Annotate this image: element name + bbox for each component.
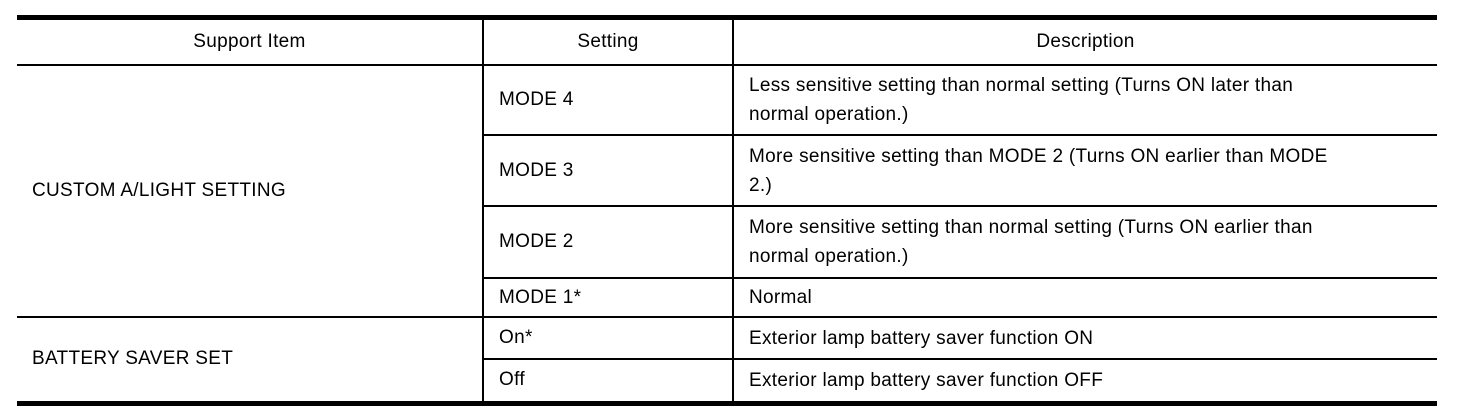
description-cell-mode1: Normal bbox=[732, 277, 1438, 318]
description-cell-on: Exterior lamp battery saver function ON bbox=[732, 316, 1438, 360]
description-cell-off: Exterior lamp battery saver function OFF bbox=[732, 358, 1438, 404]
setting-cell-off: Off bbox=[482, 358, 734, 404]
setting-cell-mode1: MODE 1* bbox=[482, 277, 734, 318]
manual-page: Support Item Setting Description CUSTOM … bbox=[0, 15, 1472, 418]
column-header-support-item: Support Item bbox=[16, 16, 484, 66]
table-row-mode4: CUSTOM A/LIGHT SETTING MODE 4 Less sensi… bbox=[16, 64, 1438, 318]
description-cell-mode4: Less sensitive setting than normal setti… bbox=[732, 64, 1438, 136]
header-row: Support Item Setting Description bbox=[16, 16, 1438, 66]
description-cell-mode2: More sensitive setting than normal setti… bbox=[732, 205, 1438, 279]
table-row-mode2: MODE 2 More sensitive setting than norma… bbox=[17, 205, 1438, 279]
setting-cell-mode4: MODE 4 bbox=[482, 64, 734, 136]
support-item-battery-saver-set: BATTERY SAVER SET bbox=[16, 316, 484, 404]
table-row-off: Off Exterior lamp battery saver function… bbox=[17, 358, 1438, 404]
description-cell-mode3: More sensitive setting than MODE 2 (Turn… bbox=[732, 134, 1438, 207]
setting-cell-on: On* bbox=[482, 316, 734, 360]
table-row-mode3: MODE 3 More sensitive setting than MODE … bbox=[17, 134, 1438, 207]
support-item-custom-alight-setting: CUSTOM A/LIGHT SETTING bbox=[16, 64, 484, 318]
table-row-mode1: MODE 1* Normal bbox=[17, 277, 1438, 318]
column-header-setting: Setting bbox=[482, 16, 734, 66]
column-header-description: Description bbox=[732, 16, 1438, 66]
table-row-on: BATTERY SAVER SET On* Exterior lamp batt… bbox=[16, 316, 1438, 404]
setting-cell-mode3: MODE 3 bbox=[482, 134, 734, 207]
setting-cell-mode2: MODE 2 bbox=[482, 205, 734, 279]
support-settings-table: Support Item Setting Description CUSTOM … bbox=[16, 15, 1438, 406]
